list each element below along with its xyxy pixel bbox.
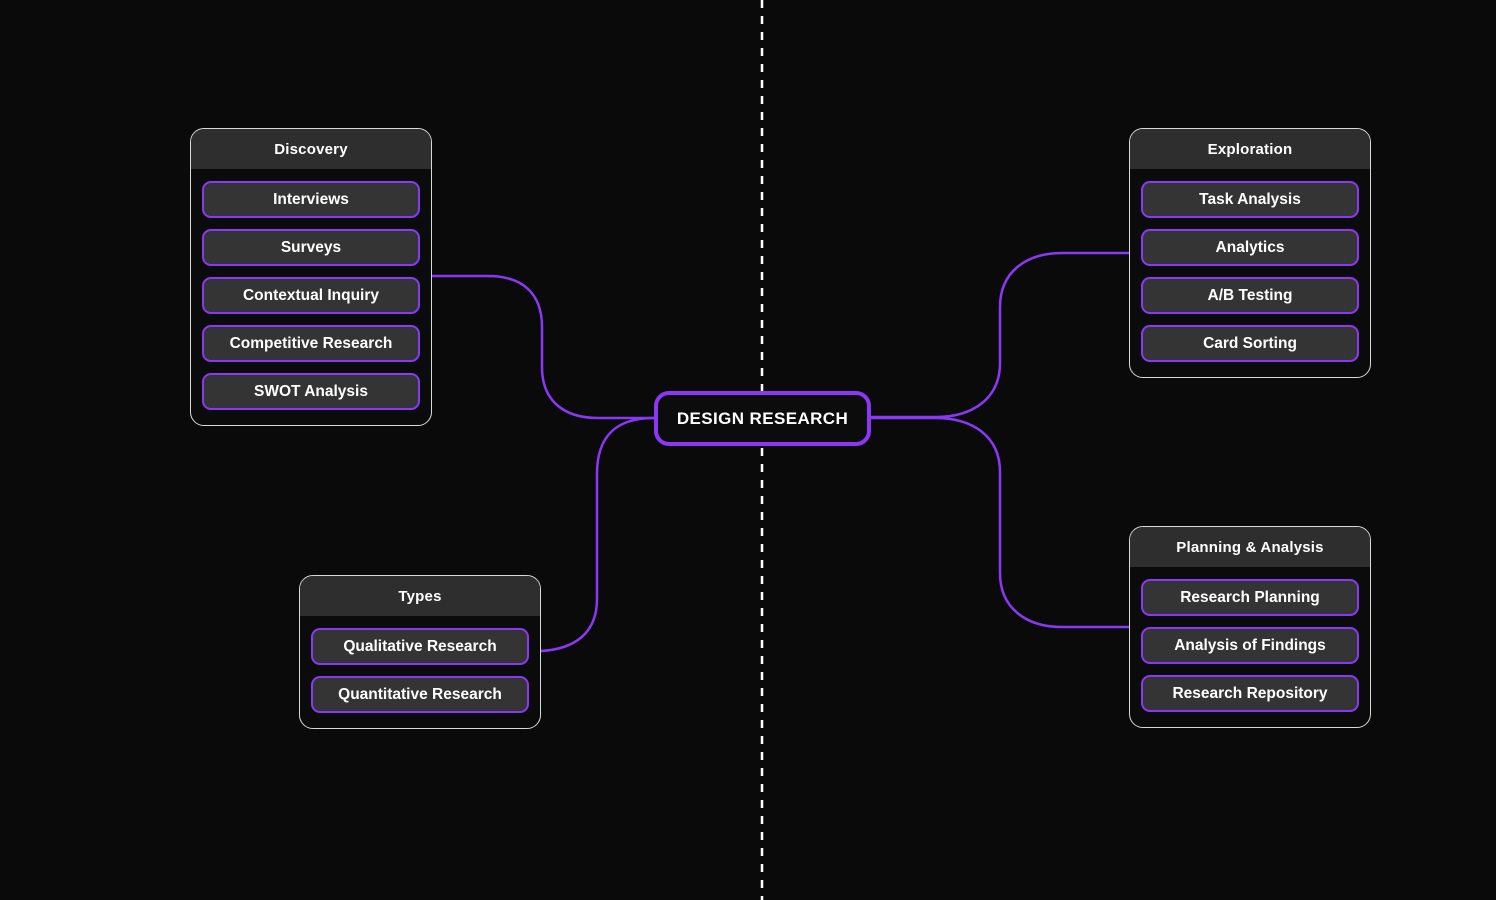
node-card-sorting[interactable]: Card Sorting [1141, 325, 1359, 362]
group-card-discovery[interactable]: Discovery Interviews Surveys Contextual … [190, 128, 432, 426]
group-body-exploration: Task Analysis Analytics A/B Testing Card… [1130, 169, 1370, 377]
node-research-repository[interactable]: Research Repository [1141, 675, 1359, 712]
node-task-analysis[interactable]: Task Analysis [1141, 181, 1359, 218]
node-qualitative-research[interactable]: Qualitative Research [311, 628, 529, 665]
group-header-discovery: Discovery [191, 129, 431, 169]
connector-center-to-planning[interactable] [869, 416, 1131, 629]
node-interviews[interactable]: Interviews [202, 181, 420, 218]
group-body-types: Qualitative Research Quantitative Resear… [300, 616, 540, 728]
group-card-planning-analysis[interactable]: Planning & Analysis Research Planning An… [1129, 526, 1371, 728]
group-body-discovery: Interviews Surveys Contextual Inquiry Co… [191, 169, 431, 425]
node-swot-analysis[interactable]: SWOT Analysis [202, 373, 420, 410]
group-card-types[interactable]: Types Qualitative Research Quantitative … [299, 575, 541, 729]
node-competitive-research[interactable]: Competitive Research [202, 325, 420, 362]
group-body-planning-analysis: Research Planning Analysis of Findings R… [1130, 567, 1370, 727]
connector-center-to-exploration[interactable] [869, 251, 1131, 419]
node-surveys[interactable]: Surveys [202, 229, 420, 266]
node-analytics[interactable]: Analytics [1141, 229, 1359, 266]
group-card-exploration[interactable]: Exploration Task Analysis Analytics A/B … [1129, 128, 1371, 378]
group-header-exploration: Exploration [1130, 129, 1370, 169]
connector-types-to-center[interactable] [539, 416, 656, 653]
connector-discovery-to-center[interactable] [430, 274, 656, 420]
node-research-planning[interactable]: Research Planning [1141, 579, 1359, 616]
node-contextual-inquiry[interactable]: Contextual Inquiry [202, 277, 420, 314]
node-ab-testing[interactable]: A/B Testing [1141, 277, 1359, 314]
node-quantitative-research[interactable]: Quantitative Research [311, 676, 529, 713]
center-node-design-research[interactable]: DESIGN RESEARCH [654, 391, 871, 446]
group-header-types: Types [300, 576, 540, 616]
node-analysis-of-findings[interactable]: Analysis of Findings [1141, 627, 1359, 664]
group-header-planning-analysis: Planning & Analysis [1130, 527, 1370, 567]
